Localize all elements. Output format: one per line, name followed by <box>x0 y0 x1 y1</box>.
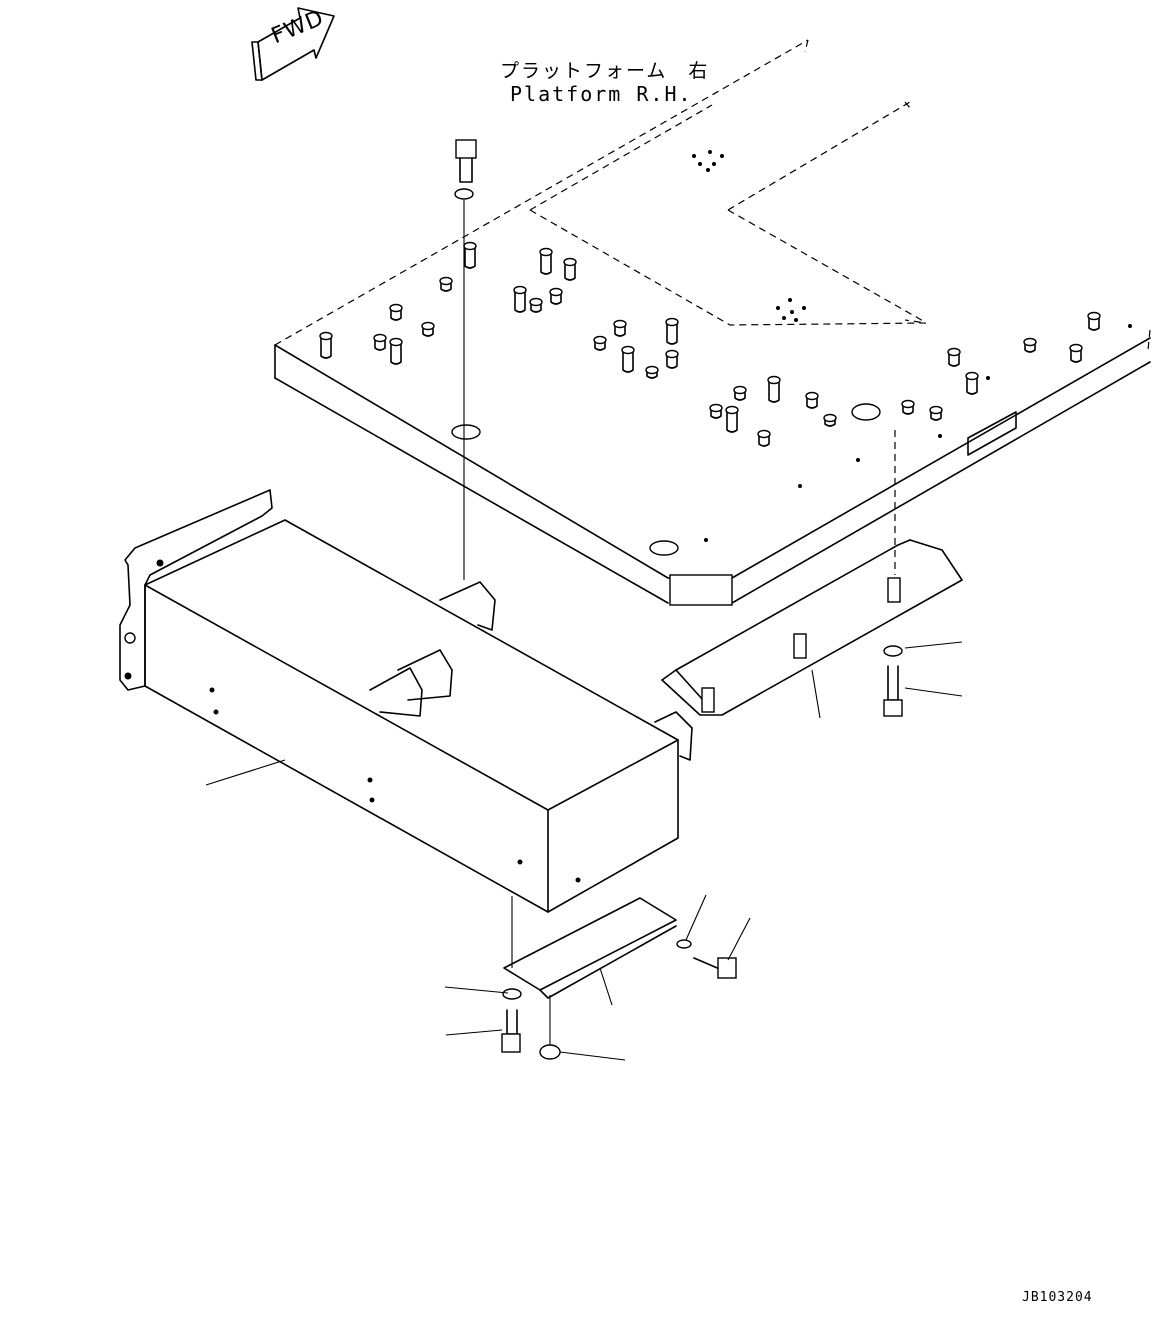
title-english: Platform R.H. <box>510 82 693 106</box>
right-bracket-fasteners <box>883 645 903 717</box>
box-assembly <box>119 489 693 913</box>
platform-deck <box>274 39 1151 606</box>
lower-fasteners <box>501 988 561 1060</box>
top-bolt <box>454 139 477 580</box>
lower-bracket <box>503 896 737 1050</box>
platform-bosses <box>319 150 1132 542</box>
fwd-arrow-icon <box>251 7 335 81</box>
leader-lines <box>205 641 963 1061</box>
title-japanese: プラットフォーム 右 <box>500 60 710 82</box>
right-bracket <box>661 430 963 716</box>
drawing-number: JB103204 <box>1022 1290 1093 1305</box>
